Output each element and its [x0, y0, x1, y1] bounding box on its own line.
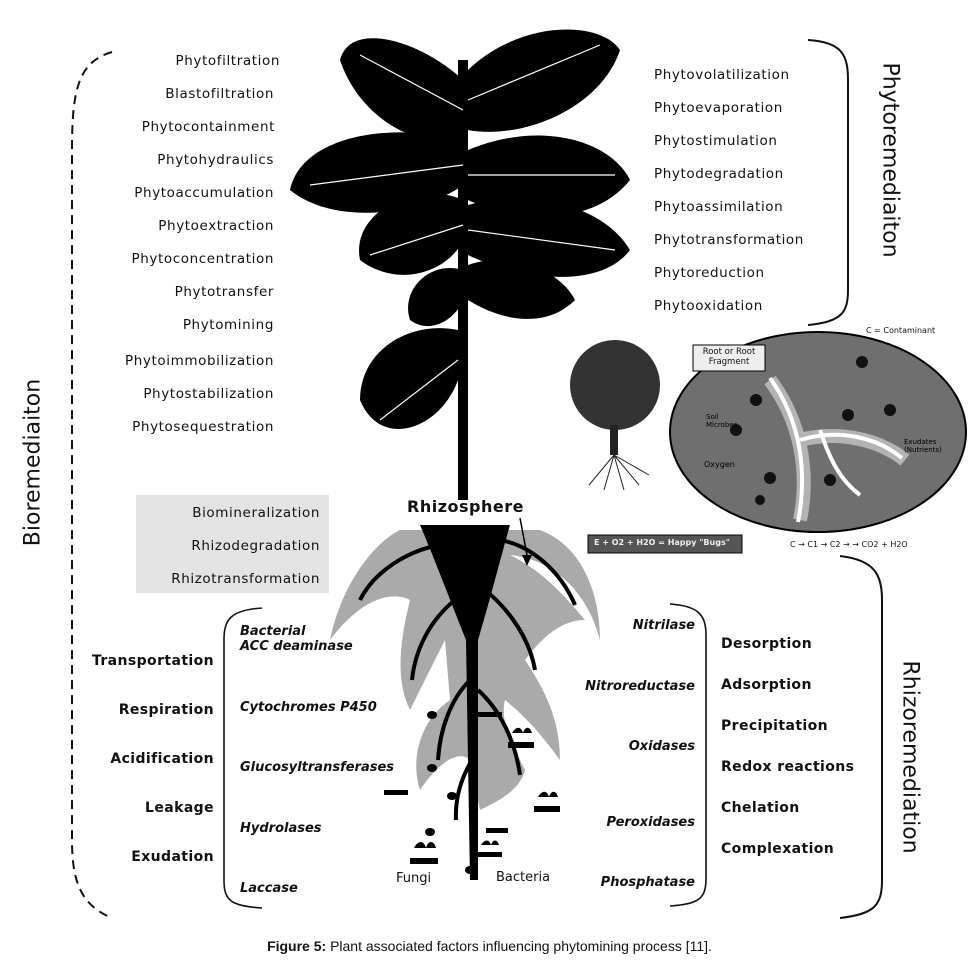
bioremediation-label: Bioremediaiton [20, 378, 46, 547]
fungi-marks [384, 712, 560, 864]
inset-tree-canopy [570, 340, 660, 430]
root-system [420, 525, 510, 880]
bioremediation-bracket [71, 51, 113, 919]
process-adsorption: Adsorption [721, 677, 812, 693]
process-redox-reactions: Redox reactions [721, 759, 855, 775]
caption-bold: Figure 5: [267, 938, 327, 954]
enzyme-phosphatase: Phosphatase [600, 875, 695, 890]
process-exudation: Exudation [131, 849, 214, 865]
caption-text: Plant associated factors influencing phy… [326, 938, 712, 954]
enzyme-oxidases: Oxidases [628, 739, 695, 754]
label-phytohydraulics: Phytohydraulics [157, 152, 274, 168]
exudates-label: Exudates (Nutrients) [904, 438, 942, 454]
label-phytoimmobilization: Phytoimmobilization [125, 353, 274, 369]
label-phytoextraction: Phytoextraction [158, 218, 274, 234]
bacteria-label: Bacteria [496, 870, 551, 885]
process-chelation: Chelation [721, 800, 800, 816]
label-phytoassimilation: Phytoassimilation [654, 199, 784, 215]
rhizoremediation-bracket [839, 555, 883, 919]
label-phytostimulation: Phytostimulation [654, 133, 778, 149]
label-phytoreduction: Phytoreduction [654, 265, 765, 281]
rhizo-process-box [136, 495, 329, 593]
enzyme-nitrilase: Nitrilase [632, 618, 695, 633]
enzyme-glucosyltransferases: Glucosyltransferases [240, 760, 395, 775]
label-phytomining: Phytomining [182, 317, 274, 333]
label-phytocontainment: Phytocontainment [141, 119, 275, 135]
soil-microbes-label: Soil Microbes [706, 413, 738, 429]
contaminant-note: C = Contaminant [866, 326, 936, 335]
process-complexation: Complexation [721, 841, 835, 857]
process-transportation: Transportation [91, 653, 214, 669]
enzyme-hydrolases: Hydrolases [240, 821, 322, 836]
oxygen-label: Oxygen [704, 460, 735, 469]
label-phytotransfer: Phytotransfer [174, 284, 274, 300]
left-enzyme-bracket [223, 607, 263, 909]
enzyme-laccase: Laccase [240, 881, 298, 896]
phytoremediation-bracket [807, 39, 849, 326]
rhizosphere-zone [330, 530, 600, 810]
label-biomineralization: Biomineralization [192, 505, 320, 521]
label-phytofiltration: Phytofiltration [175, 53, 280, 69]
process-desorption: Desorption [721, 636, 813, 652]
rhizosphere-pointer [519, 517, 528, 556]
bacteria-marks [425, 711, 475, 874]
phytoremediation-label: Phytoremediaiton [877, 62, 903, 258]
label-phytostabilization: Phytostabilization [143, 386, 274, 402]
figure-caption: Figure 5: Plant associated factors influ… [0, 938, 979, 954]
process-precipitation: Precipitation [721, 718, 828, 734]
plant-leaves [290, 29, 630, 429]
happy-bugs-box [587, 534, 743, 554]
label-phytodegradation: Phytodegradation [654, 166, 784, 182]
process-respiration: Respiration [118, 702, 214, 718]
happy-bugs-label: E + O2 + H2O = Happy "Bugs" [594, 538, 730, 547]
label-phytoconcentration: Phytoconcentration [131, 251, 274, 267]
label-rhizodegradation: Rhizodegradation [191, 538, 320, 554]
enzyme-nitroreductase: Nitroreductase [585, 679, 695, 694]
rhizoremediation-label: Rhizoremediation [897, 660, 923, 854]
process-acidification: Acidification [110, 751, 214, 767]
root-fragment-box [692, 344, 766, 372]
fungi-label: Fungi [396, 871, 432, 886]
rhizosphere-label: Rhizosphere [407, 497, 524, 516]
label-phytosequestration: Phytosequestration [132, 419, 274, 435]
enzyme-peroxidases: Peroxidases [606, 815, 695, 830]
label-phytoevaporation: Phytoevaporation [654, 100, 783, 116]
right-enzyme-bracket [669, 603, 707, 907]
enzyme-cytochromes-p450: Cytochromes P450 [240, 700, 377, 715]
label-blastofiltration: Blastofiltration [165, 86, 274, 102]
root-fragment-label: Root or Root Fragment [702, 347, 756, 367]
degradation-chain: C → C1 → C2 → → CO2 + H2O [790, 540, 908, 549]
enzyme-acc-deaminase: Bacterial ACC deaminase [240, 624, 353, 654]
label-phytooxidation: Phytooxidation [654, 298, 763, 314]
label-phytotransformation: Phytotransformation [654, 232, 804, 248]
label-rhizotransformation: Rhizotransformation [171, 571, 320, 587]
label-phytoaccumulation: Phytoaccumulation [134, 185, 274, 201]
label-phytovolatilization: Phytovolatilization [654, 67, 790, 83]
process-leakage: Leakage [145, 800, 214, 816]
